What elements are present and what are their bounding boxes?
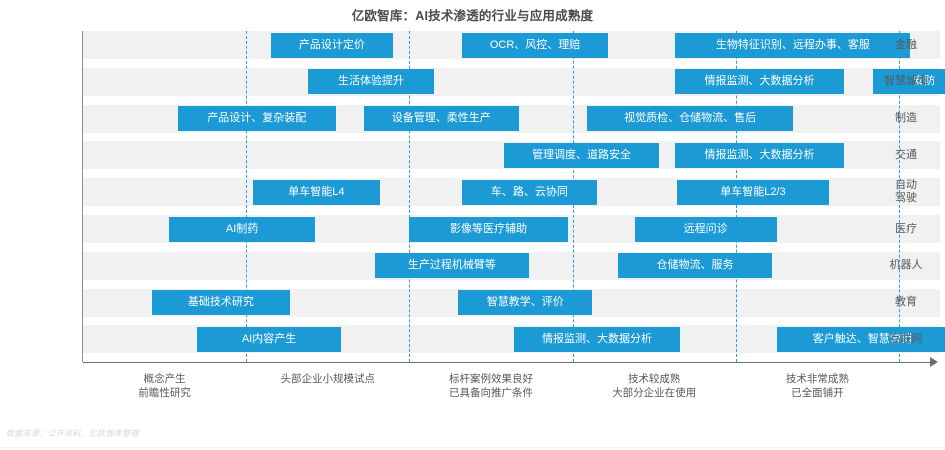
bar-自动驾驶-3[interactable]: 单车智能L2/3 xyxy=(677,179,829,205)
y-axis-label-line: 教育 xyxy=(895,296,917,309)
bar-智慧城市-3[interactable]: 安防 xyxy=(872,69,945,95)
y-axis-label-医疗: 医疗 xyxy=(867,223,945,236)
y-axis-label-line: 交通 xyxy=(895,148,917,161)
y-axis-label-机器人: 机器人 xyxy=(867,259,945,272)
y-axis-label-line: 互联网 xyxy=(889,332,923,345)
y-axis-label-交通: 交通 xyxy=(867,149,945,162)
gridline-stage-5 xyxy=(899,31,900,362)
chart-title: 亿欧智库：AI技术渗透的行业与应用成熟度 xyxy=(351,9,594,23)
stage-label-line: 技术非常成熟 xyxy=(785,373,849,385)
y-axis-label-制造: 制造 xyxy=(867,112,945,125)
y-axis-label-line: 制造 xyxy=(895,112,917,125)
y-axis-label-金融: 金融 xyxy=(867,39,945,52)
bar-制造-1[interactable]: 产品设计、复杂装配 xyxy=(177,106,336,132)
bar-机器人-1[interactable]: 生产过程机械臂等 xyxy=(375,253,529,279)
stage-label-1: 概念产生前瞻性研究 xyxy=(75,372,255,400)
bar-金融-1[interactable]: 产品设计定价 xyxy=(270,32,394,58)
bar-医疗-2[interactable]: 影像等医疗辅助 xyxy=(409,216,568,242)
stage-label-line: 大部分企业在使用 xyxy=(612,387,697,399)
y-axis-label-line: 自动 xyxy=(895,179,917,192)
bar-交通-2[interactable]: 情报监测、大数据分析 xyxy=(675,142,844,168)
bar-互联网-3[interactable]: 客户触达、智慧营销 xyxy=(776,326,945,352)
y-axis-label-互联网: 互联网 xyxy=(867,333,945,346)
stage-label-5: 技术非常成熟已全面铺开 xyxy=(727,372,907,400)
x-axis-arrow-icon xyxy=(930,357,938,367)
stage-label-line: 已具备向推广条件 xyxy=(449,387,533,399)
y-axis-label-line: 驾驶 xyxy=(895,192,917,205)
stage-label-4: 技术较成熟大部分企业在使用 xyxy=(564,372,744,400)
stage-label-3: 标杆案例效果良好已具备向推广条件 xyxy=(401,372,581,400)
gridline-stage-2 xyxy=(409,31,411,362)
y-axis-label-line: 机器人 xyxy=(889,259,923,272)
gridline-stage-1 xyxy=(246,31,248,362)
bar-交通-1[interactable]: 管理调度、道路安全 xyxy=(504,142,660,168)
source-note: 数据来源：公开资料、亿欧智库整理 xyxy=(6,429,139,438)
stage-label-line: 技术较成熟 xyxy=(627,373,681,385)
bar-医疗-3[interactable]: 远程问诊 xyxy=(634,216,777,242)
bar-金融-2[interactable]: OCR、风控、理赔 xyxy=(461,32,609,58)
stage-label-line: 概念产生 xyxy=(143,373,186,385)
footer-divider xyxy=(0,447,945,448)
bar-制造-3[interactable]: 视觉质检、仓储物流、售后 xyxy=(587,106,793,132)
bar-智慧城市-1[interactable]: 生活体验提升 xyxy=(308,69,434,95)
y-axis-line xyxy=(82,31,83,362)
bar-制造-2[interactable]: 设备管理、柔性生产 xyxy=(363,106,519,132)
stage-label-line: 已全面铺开 xyxy=(791,387,844,399)
y-axis-label-智慧城市: 智慧城市 xyxy=(867,75,945,88)
bar-智慧城市-2[interactable]: 情报监测、大数据分析 xyxy=(675,69,844,95)
bar-自动驾驶-2[interactable]: 车、路、云协同 xyxy=(461,179,598,205)
stage-label-line: 头部企业小规模试点 xyxy=(280,373,376,385)
stage-label-line: 标杆案例效果良好 xyxy=(449,373,533,385)
bar-教育-2[interactable]: 智慧教学、评价 xyxy=(458,290,593,316)
bar-医疗-1[interactable]: AI制药 xyxy=(169,216,315,242)
y-axis-label-line: 智慧城市 xyxy=(884,75,928,88)
bar-教育-1[interactable]: 基础技术研究 xyxy=(151,290,291,316)
bar-自动驾驶-1[interactable]: 单车智能L4 xyxy=(252,179,380,205)
bar-金融-3[interactable]: 生物特征识别、远程办事、客服 xyxy=(675,32,911,58)
y-axis-label-line: 金融 xyxy=(895,38,917,51)
bar-机器人-2[interactable]: 仓储物流、服务 xyxy=(618,253,772,279)
x-axis-line xyxy=(83,362,931,363)
y-axis-label-自动驾驶: 自动驾驶 xyxy=(867,179,945,205)
stage-label-line: 前瞻性研究 xyxy=(138,387,191,399)
stage-label-2: 头部企业小规模试点 xyxy=(238,372,418,386)
y-axis-label-教育: 教育 xyxy=(867,296,945,309)
bar-互联网-2[interactable]: 情报监测、大数据分析 xyxy=(513,326,681,352)
y-axis-label-line: 医疗 xyxy=(895,222,917,235)
bar-互联网-1[interactable]: AI内容产生 xyxy=(197,326,341,352)
